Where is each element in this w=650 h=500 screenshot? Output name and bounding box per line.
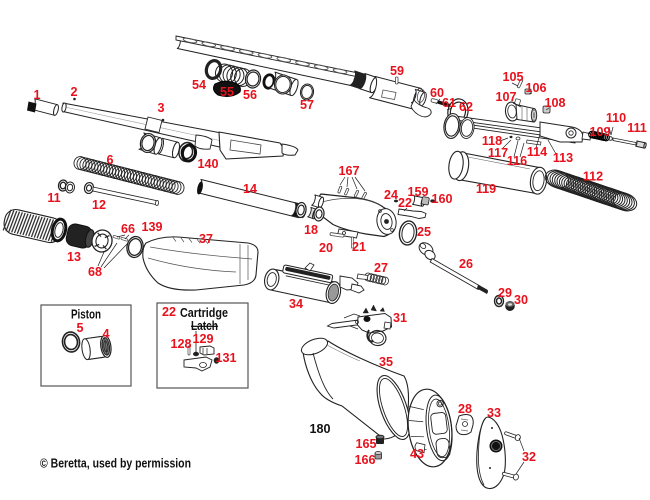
svg-text:22: 22	[398, 196, 412, 210]
svg-text:4: 4	[102, 327, 109, 341]
svg-text:106: 106	[525, 81, 546, 95]
svg-text:166: 166	[354, 453, 375, 467]
svg-text:13: 13	[67, 250, 81, 264]
svg-text:11: 11	[47, 191, 60, 205]
svg-text:110: 110	[606, 111, 626, 125]
svg-text:113: 113	[553, 151, 573, 165]
svg-text:2: 2	[70, 85, 77, 99]
svg-text:60: 60	[430, 86, 444, 100]
svg-text:21: 21	[352, 240, 366, 254]
svg-text:27: 27	[374, 261, 388, 275]
svg-text:116: 116	[507, 154, 527, 168]
svg-text:159: 159	[407, 185, 428, 199]
svg-text:5: 5	[76, 321, 83, 335]
svg-text:112: 112	[583, 170, 603, 184]
svg-text:30: 30	[514, 293, 528, 307]
svg-text:55: 55	[220, 85, 234, 99]
svg-text:29: 29	[498, 286, 512, 300]
svg-text:12: 12	[92, 198, 106, 212]
svg-text:105: 105	[502, 70, 523, 84]
svg-text:18: 18	[304, 223, 318, 237]
svg-text:129: 129	[192, 332, 213, 346]
svg-text:62: 62	[459, 100, 473, 114]
svg-text:54: 54	[192, 78, 206, 92]
svg-text:35: 35	[379, 355, 393, 369]
svg-text:26: 26	[459, 257, 473, 271]
svg-text:66: 66	[121, 222, 135, 236]
svg-text:180: 180	[309, 422, 330, 436]
svg-text:Cartridge: Cartridge	[180, 306, 228, 320]
svg-text:56: 56	[243, 88, 257, 102]
svg-text:Piston: Piston	[71, 308, 101, 322]
svg-text:108: 108	[544, 96, 565, 110]
svg-text:32: 32	[522, 450, 536, 464]
svg-text:140: 140	[197, 157, 218, 171]
svg-text:Latch: Latch	[191, 319, 218, 333]
svg-text:37: 37	[199, 232, 213, 246]
svg-text:160: 160	[431, 192, 452, 206]
svg-text:119: 119	[476, 182, 496, 196]
svg-text:117: 117	[488, 146, 508, 160]
svg-text:33: 33	[487, 406, 501, 420]
svg-text:167: 167	[338, 164, 359, 178]
svg-text:1: 1	[33, 88, 40, 102]
svg-text:165: 165	[355, 437, 376, 451]
svg-text:61: 61	[442, 96, 456, 110]
svg-text:© Beretta, used by permission: © Beretta, used by permission	[40, 456, 191, 471]
svg-text:31: 31	[393, 311, 407, 325]
svg-text:109: 109	[589, 125, 610, 139]
svg-text:20: 20	[319, 241, 333, 255]
svg-text:118: 118	[482, 134, 502, 148]
svg-text:14: 14	[243, 182, 257, 196]
svg-text:43: 43	[410, 447, 424, 461]
svg-text:111: 111	[627, 121, 647, 135]
svg-text:22: 22	[162, 305, 176, 319]
svg-text:68: 68	[88, 265, 102, 279]
svg-text:131: 131	[215, 351, 236, 365]
svg-text:107: 107	[495, 90, 516, 104]
svg-text:6: 6	[106, 153, 113, 167]
svg-text:139: 139	[141, 220, 162, 234]
svg-text:59: 59	[390, 64, 404, 78]
svg-text:128: 128	[170, 337, 191, 351]
svg-text:3: 3	[157, 101, 164, 115]
svg-text:28: 28	[458, 402, 472, 416]
svg-text:114: 114	[527, 145, 547, 159]
svg-text:25: 25	[417, 225, 431, 239]
svg-text:57: 57	[300, 98, 314, 112]
svg-text:24: 24	[384, 188, 398, 202]
svg-text:34: 34	[289, 297, 303, 311]
